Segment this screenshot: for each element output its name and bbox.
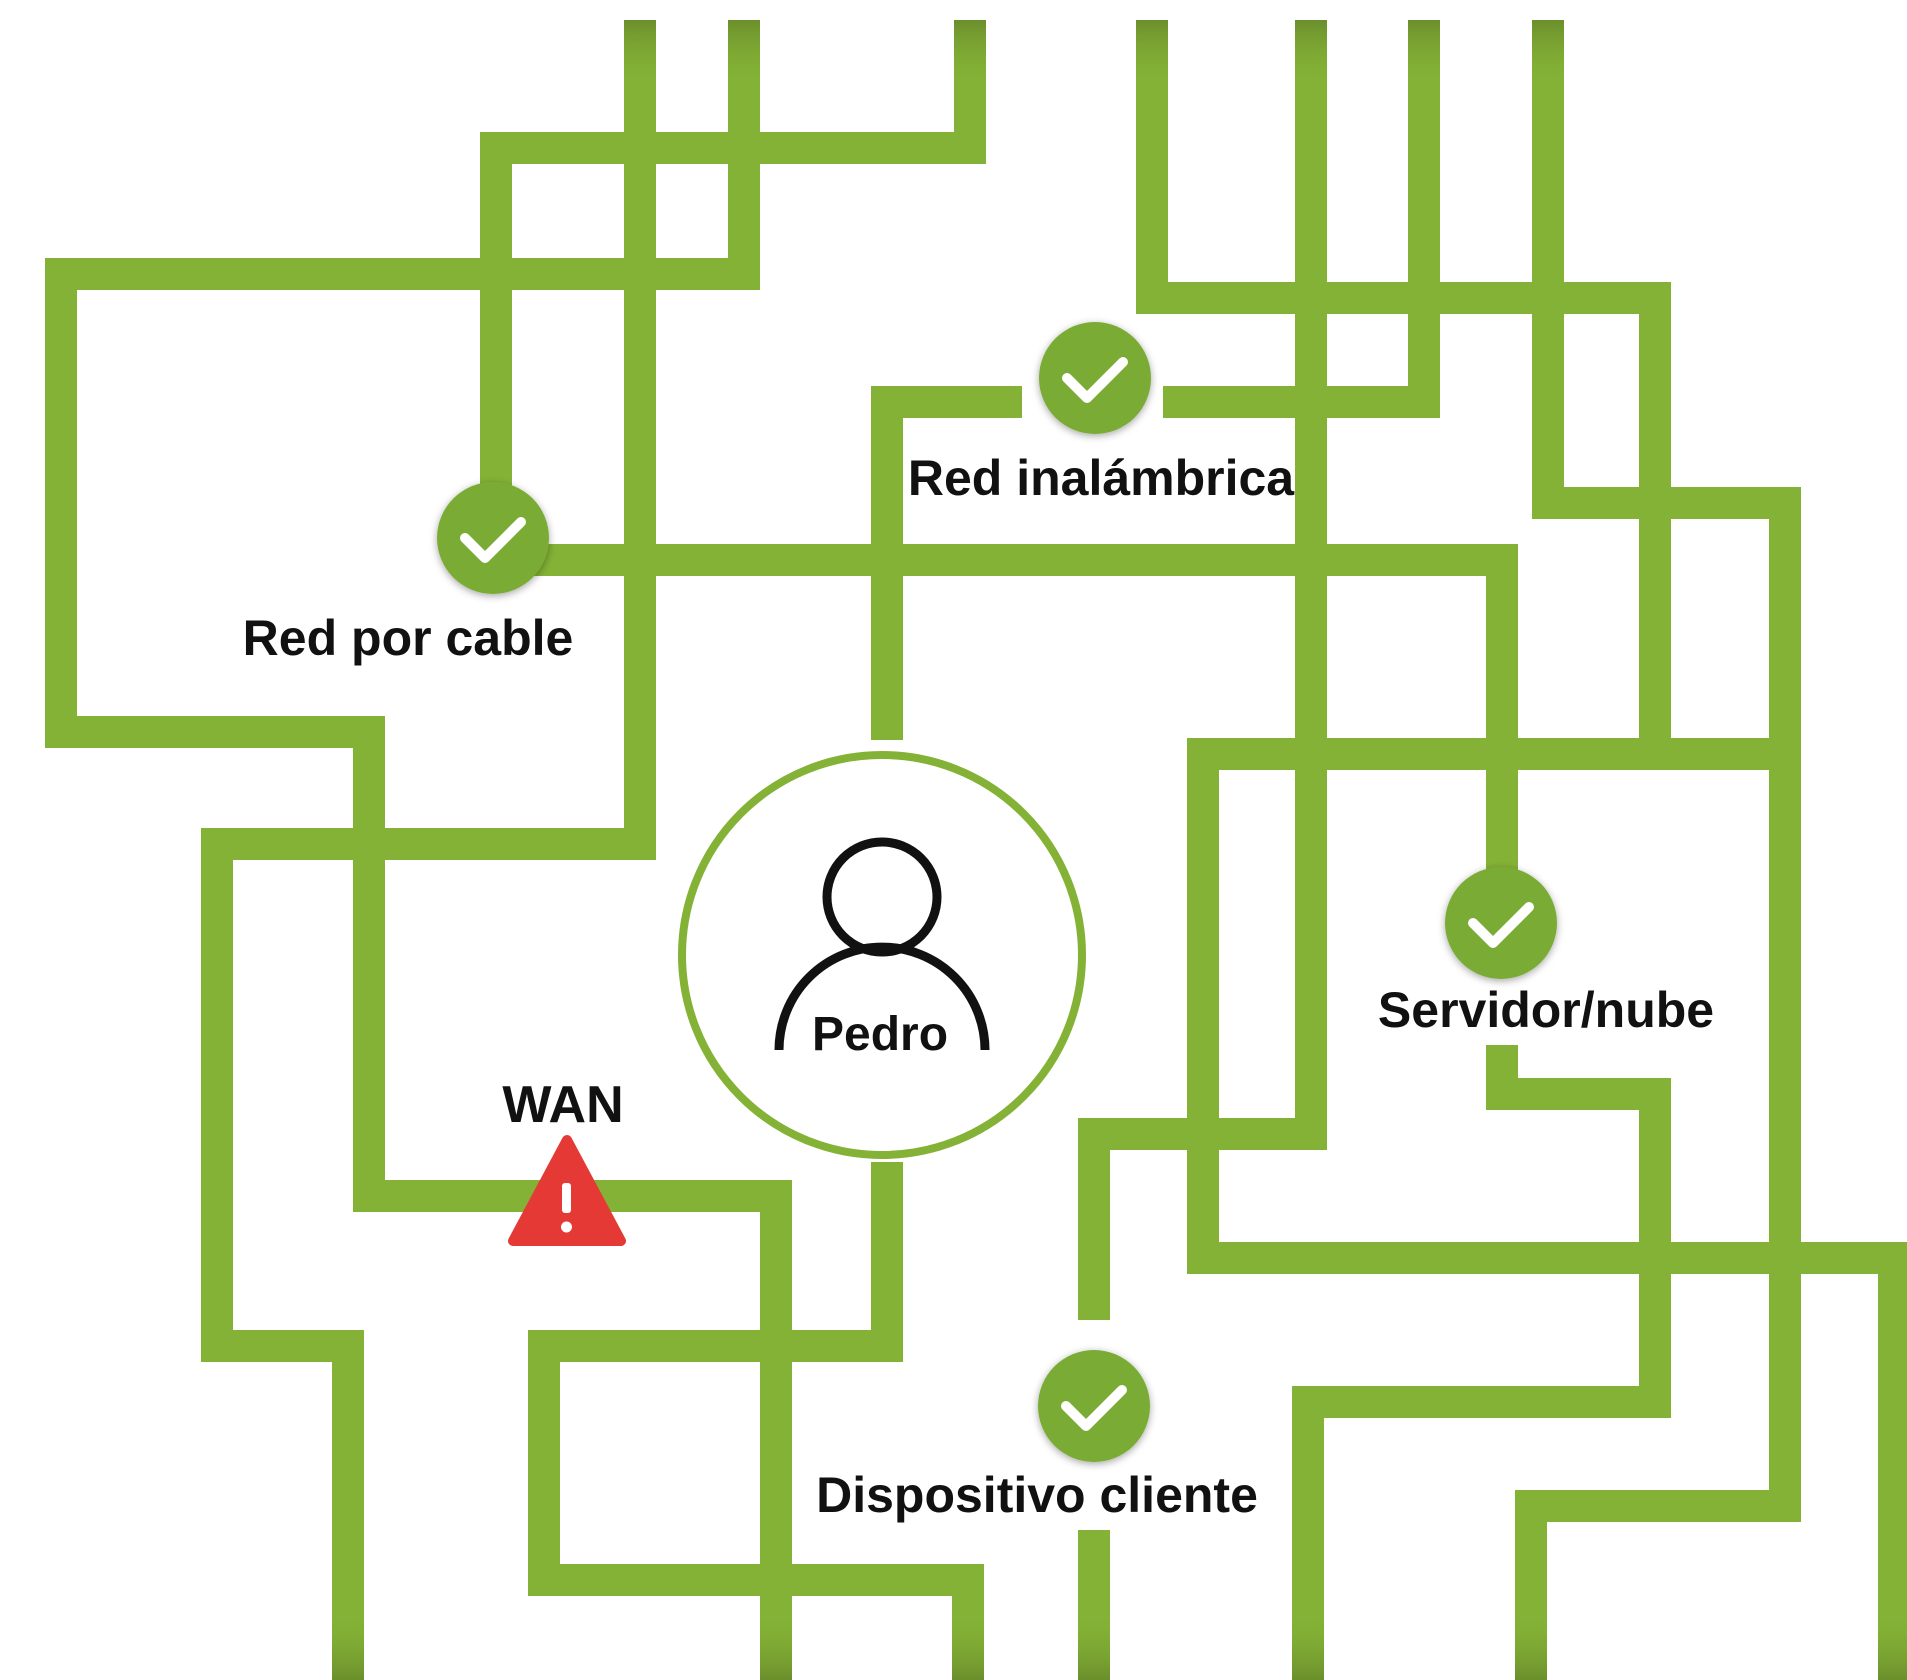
pipe <box>1515 20 1801 1680</box>
wired-status-badge <box>437 482 549 594</box>
fade <box>728 20 760 90</box>
warning-mark <box>562 1183 571 1213</box>
wireless-label: Red inalámbrica <box>908 450 1295 506</box>
pipe <box>1136 20 1671 754</box>
check-icon <box>1061 1385 1127 1431</box>
server-status-badge <box>1445 867 1557 979</box>
fade <box>332 1610 364 1680</box>
node-labels: Red por cable Red inalámbrica Servidor/n… <box>243 450 1714 1523</box>
fade <box>1515 1610 1547 1680</box>
server-label: Servidor/nube <box>1378 982 1714 1038</box>
wan-label: WAN <box>502 1076 623 1134</box>
client-status-badge <box>1038 1350 1150 1462</box>
pipe <box>871 386 1022 740</box>
person-icon <box>774 837 990 1051</box>
fade <box>1408 20 1440 90</box>
check-icon <box>1468 902 1534 948</box>
pipe <box>528 1162 984 1680</box>
fade <box>952 1610 984 1680</box>
pipe <box>496 544 1518 885</box>
fade <box>1136 20 1168 90</box>
fade <box>1078 1610 1110 1680</box>
check-icon <box>460 517 526 563</box>
pipe <box>1187 738 1907 1680</box>
pipe <box>201 20 656 1680</box>
fade <box>1532 20 1564 90</box>
check-icon <box>1062 357 1128 403</box>
fade <box>624 20 656 90</box>
pipe <box>1163 20 1440 418</box>
pipe <box>45 20 792 1680</box>
warning-dot <box>561 1221 572 1233</box>
center-node: Pedro <box>678 751 1086 1159</box>
center-label: Pedro <box>812 1008 948 1061</box>
wired-label: Red por cable <box>243 610 574 666</box>
fade <box>954 20 986 90</box>
client-label: Dispositivo cliente <box>816 1467 1258 1523</box>
fade <box>1295 20 1327 90</box>
wan-warning-badge <box>508 1135 626 1246</box>
fade <box>1292 1610 1324 1680</box>
wireless-status-badge <box>1039 322 1151 434</box>
pipe <box>1292 1045 1671 1680</box>
fade <box>1878 1610 1907 1680</box>
fade <box>760 1610 792 1680</box>
edge-fades <box>332 20 1907 1680</box>
